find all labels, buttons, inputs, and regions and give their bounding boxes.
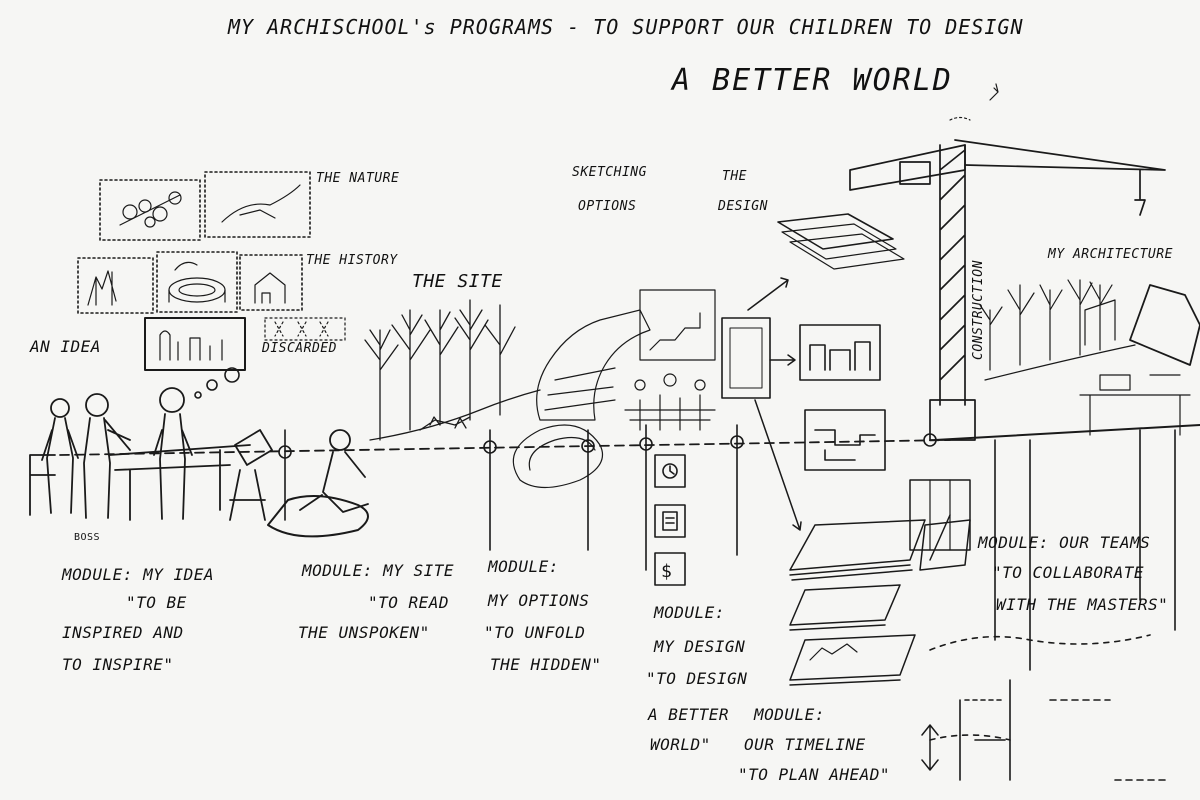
foundations (929, 429, 1176, 781)
sketching-options (512, 289, 716, 489)
nature-frames (99, 171, 311, 241)
label-boss: BOSS (74, 532, 101, 543)
module-site-line: MODULE: MY SITE (302, 561, 454, 580)
module-design-line: MY DESIGN (654, 637, 746, 656)
label-construction: CONSTRUCTION (971, 260, 986, 360)
label-the-site: THE SITE (412, 271, 503, 292)
module-options-line: MY OPTIONS (488, 591, 590, 610)
design-sheets (721, 213, 905, 471)
module-design-line: A BETTER (648, 705, 730, 724)
module-options-line: MODULE: (488, 557, 559, 576)
history-frames (77, 251, 303, 314)
module-timeline-line: MODULE: (754, 705, 825, 724)
document-icon (662, 511, 678, 531)
icon-boxes (654, 454, 686, 586)
document-stacks (789, 514, 971, 686)
module-options-line: "TO UNFOLD (484, 623, 586, 642)
history-sketches (87, 261, 286, 306)
title-line2: A BETTER WORLD (672, 63, 953, 98)
timeline-nodes (278, 424, 937, 571)
label-the: THE (722, 169, 747, 184)
label-discarded: DISCARDED (262, 341, 337, 356)
label-design: DESIGN (718, 199, 768, 214)
site-trees (364, 299, 541, 441)
architecture-scene (979, 279, 1200, 436)
label-options: OPTIONS (578, 199, 637, 214)
module-idea-line: "TO BE (126, 593, 187, 612)
timeline-axis (59, 439, 951, 456)
discarded-frames (264, 317, 346, 341)
module-teams-line: MODULE: OUR TEAMS (978, 533, 1151, 552)
label-my-architecture: MY ARCHITECTURE (1048, 247, 1173, 262)
module-design-line: WORLD" (650, 735, 711, 754)
module-design-line: "TO DESIGN (646, 669, 748, 688)
people-group (29, 387, 369, 538)
label-the-history: THE HISTORY (306, 253, 398, 268)
module-timeline-line: "TO PLAN AHEAD" (738, 765, 890, 784)
module-site-line: THE UNSPOKEN" (298, 623, 430, 642)
design-arrows (747, 277, 802, 531)
module-teams-line: WITH THE MASTERS" (996, 595, 1169, 614)
dollar-icon: $ (661, 561, 672, 582)
label-sketching: SKETCHING (572, 165, 647, 180)
module-idea-line: TO INSPIRE" (62, 655, 174, 674)
module-timeline-line: OUR TIMELINE (744, 735, 866, 754)
clock-icon (662, 463, 678, 479)
module-idea-line: INSPIRED AND (62, 623, 184, 642)
module-idea-line: MODULE: MY IDEA (62, 565, 214, 584)
module-teams-line: "TO COLLABORATE (992, 563, 1144, 582)
module-site-line: "TO READ (368, 593, 450, 612)
label-an-idea: AN IDEA (30, 337, 101, 356)
module-design-line: MODULE: (654, 603, 725, 622)
label-the-nature: THE NATURE (316, 171, 400, 186)
nature-sketches (119, 184, 301, 228)
ground-line (934, 424, 1200, 441)
title-line1: MY ARCHISCHOOL's PROGRAMS - TO SUPPORT O… (228, 15, 1024, 39)
module-options-line: THE HIDDEN" (490, 655, 602, 674)
